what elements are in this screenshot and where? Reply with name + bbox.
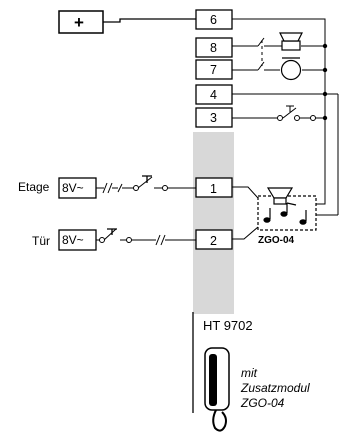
speaker-icon <box>279 32 303 51</box>
terminal-8-label: 8 <box>210 41 217 55</box>
switch-7-arm <box>257 61 265 71</box>
contact-circle <box>126 237 132 243</box>
junction-dot <box>322 67 328 73</box>
button-3-arm <box>282 107 297 119</box>
plus-symbol: + <box>74 13 84 32</box>
terminal-4-label: 4 <box>210 88 217 102</box>
terminal-strip-background <box>193 132 234 314</box>
device-note-line-1: mit <box>241 366 258 380</box>
switch-8-arm <box>257 37 265 47</box>
junction-dot <box>322 43 328 49</box>
etage-label: Etage <box>18 180 50 194</box>
contact-circle <box>162 185 168 191</box>
terminal-7-label: 7 <box>210 63 217 77</box>
tuer-push-button-icon <box>107 228 117 235</box>
device-note-line-2: Zusatzmodul <box>240 381 310 395</box>
contact-circle <box>294 115 300 121</box>
contact-circle <box>277 115 283 121</box>
device-model: HT 9702 <box>203 318 253 333</box>
module-zgo04: ZGO-04 <box>257 187 317 246</box>
handset-icon <box>204 347 230 432</box>
contact-circle <box>99 237 105 243</box>
contact-circle <box>133 185 139 191</box>
music-notes-icon <box>263 202 307 225</box>
push-button-icon <box>286 105 294 112</box>
buzzer-icon <box>280 57 302 81</box>
tuer-voltage: 8V~ <box>62 233 84 247</box>
junction-dot <box>322 91 328 97</box>
etage-voltage: 8V~ <box>62 181 84 195</box>
terminal-8 <box>195 37 233 58</box>
junction-dot <box>322 115 328 121</box>
etage-wiring <box>96 176 196 194</box>
tuer-label: Tür <box>32 234 50 248</box>
terminal-1-label: 1 <box>210 182 217 196</box>
power-wire <box>103 18 196 23</box>
contact-circle <box>310 115 316 121</box>
terminal-3-label: 3 <box>210 111 217 125</box>
etage-push-button-icon <box>142 175 152 183</box>
terminal-6-label: 6 <box>210 13 217 27</box>
tuer-wiring <box>96 228 196 246</box>
module-wiring <box>232 186 338 240</box>
module-label: ZGO-04 <box>258 235 295 246</box>
device-note-line-3: ZGO-04 <box>240 396 285 410</box>
terminal-2-label: 2 <box>210 234 217 248</box>
terminal-block-upper <box>195 9 233 128</box>
bus-wire-6 <box>232 18 326 118</box>
